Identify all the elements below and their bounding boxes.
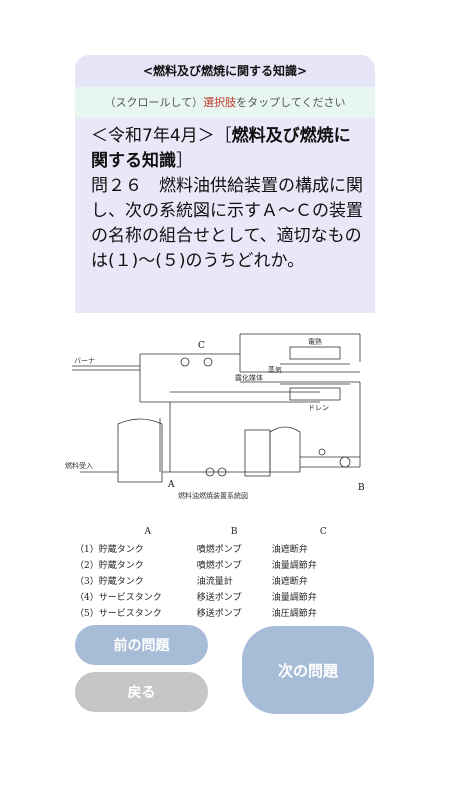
fuel-receiving-label: 燃料受入 bbox=[65, 461, 93, 470]
burner-label: バーナ bbox=[74, 357, 95, 365]
question-category: 燃料及び燃焼に関する知識 bbox=[91, 126, 351, 171]
choice-number: （4） bbox=[75, 592, 99, 603]
choice-c: 油遮断弁 bbox=[271, 576, 308, 587]
choice-b: 移送ポンプ bbox=[196, 592, 242, 603]
fuel-system-diagram: バーナ 露化媒体 燃料受入 蒸気 電熱 ドレン 燃料油燃焼装置系統図 A B C bbox=[65, 333, 365, 500]
choice-c: 油量調節弁 bbox=[271, 592, 317, 603]
choice-number: （5） bbox=[75, 608, 99, 619]
answer-choices: A B C （1） 貯蔵タンク 噴燃ポンプ 油遮断弁 （2） 貯蔵タンク 噴燃ポ… bbox=[75, 524, 375, 620]
column-header-b: B bbox=[230, 527, 238, 537]
choice-c: 油圧調節弁 bbox=[271, 608, 317, 619]
electric-heater-label: 電熱 bbox=[308, 337, 322, 346]
choice-row-3[interactable]: （3） 貯蔵タンク 油流量計 油遮断弁 bbox=[75, 572, 375, 588]
steam-label: 蒸気 bbox=[268, 365, 282, 374]
choice-a: 貯蔵タンク bbox=[98, 560, 144, 571]
column-header-a: A bbox=[144, 527, 151, 537]
back-button[interactable]: 戻る bbox=[75, 672, 208, 712]
prev-question-button[interactable]: 前の問題 bbox=[75, 625, 208, 665]
question-body: 問２６ 燃料油供給装置の構成に関し、次の系統図に示すＡ～Ｃの装置の名称の組合せと… bbox=[91, 176, 363, 271]
column-header-c: C bbox=[319, 527, 327, 537]
next-question-button[interactable]: 次の問題 bbox=[242, 626, 374, 714]
choice-number: （1） bbox=[75, 544, 99, 555]
drain-label: ドレン bbox=[308, 404, 329, 412]
label-c: C bbox=[198, 341, 205, 351]
choice-number: （2） bbox=[75, 560, 99, 571]
choice-b: 油流量計 bbox=[196, 576, 233, 587]
heat-medium-label: 露化媒体 bbox=[235, 373, 263, 382]
label-a: A bbox=[167, 480, 175, 490]
choice-a: 貯蔵タンク bbox=[98, 544, 144, 555]
choice-a: サービスタンク bbox=[98, 608, 162, 619]
section-title: <燃料及び燃焼に関する知識> bbox=[75, 55, 375, 87]
choice-a: サービスタンク bbox=[98, 592, 162, 603]
choice-c: 油量調節弁 bbox=[271, 560, 317, 571]
hint-prefix: （スクロールして） bbox=[104, 96, 204, 109]
label-b: B bbox=[358, 483, 365, 493]
question-text: ＜令和7年4月＞［燃料及び燃焼に関する知識］ 問２６ 燃料油供給装置の構成に関し… bbox=[75, 118, 375, 313]
question-category-close: ］ bbox=[176, 151, 193, 171]
choice-row-1[interactable]: （1） 貯蔵タンク 噴燃ポンプ 油遮断弁 bbox=[75, 540, 375, 556]
hint-suffix: をタップしてください bbox=[236, 96, 346, 109]
choice-c: 油遮断弁 bbox=[271, 544, 308, 555]
diagram-caption: 燃料油燃焼装置系統図 bbox=[178, 491, 248, 500]
choice-row-4[interactable]: （4） サービスタンク 移送ポンプ 油量調節弁 bbox=[75, 588, 375, 604]
choice-b: 移送ポンプ bbox=[196, 608, 242, 619]
choice-b: 噴燃ポンプ bbox=[196, 544, 242, 555]
scroll-hint: （スクロールして）選択肢をタップしてください bbox=[75, 87, 375, 118]
question-session: ＜令和7年4月＞［ bbox=[91, 126, 232, 146]
choice-number: （3） bbox=[75, 576, 99, 587]
hint-highlight: 選択肢 bbox=[203, 96, 237, 109]
choice-row-5[interactable]: （5） サービスタンク 移送ポンプ 油圧調節弁 bbox=[75, 604, 375, 620]
choice-row-2[interactable]: （2） 貯蔵タンク 噴燃ポンプ 油量調節弁 bbox=[75, 556, 375, 572]
choice-a: 貯蔵タンク bbox=[98, 576, 144, 587]
choice-b: 噴燃ポンプ bbox=[196, 560, 242, 571]
